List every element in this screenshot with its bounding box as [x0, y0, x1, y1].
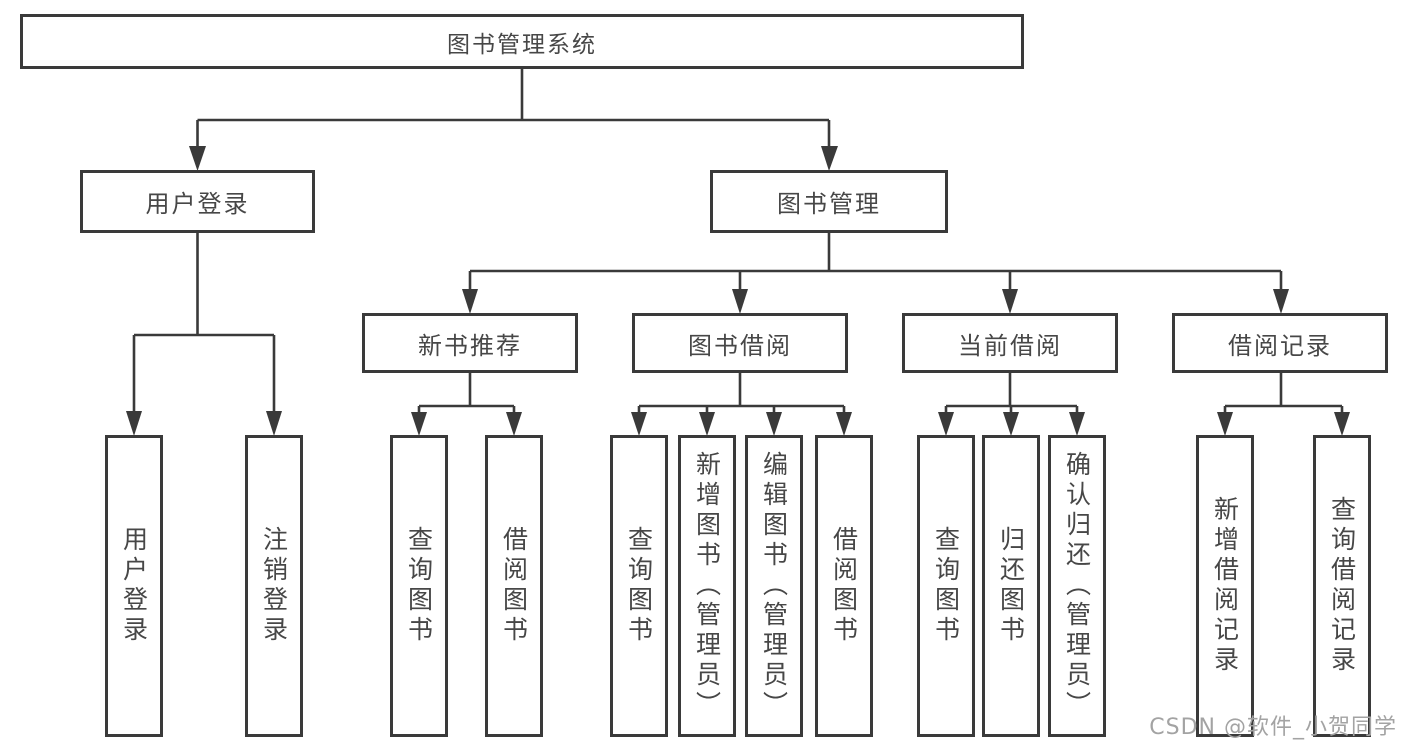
- node-book-management: 图书管理: [710, 170, 948, 233]
- leaf-current-return-book: 归还图书: [982, 435, 1040, 737]
- node-new-book-recommend: 新书推荐: [362, 313, 578, 373]
- node-current-borrow: 当前借阅: [902, 313, 1118, 373]
- leaf-current-query-book: 查询图书: [917, 435, 975, 737]
- leaf-user-login: 用户登录: [105, 435, 163, 737]
- csdn-watermark: CSDN @软件_小贺同学: [1149, 715, 1397, 740]
- leaf-borrow-edit-book-admin: 编辑图书（管理员）: [745, 435, 803, 737]
- node-book-borrow: 图书借阅: [632, 313, 848, 373]
- leaf-current-confirm-return-admin: 确认归还（管理员）: [1048, 435, 1106, 737]
- leaf-borrow-query-book: 查询图书: [610, 435, 668, 737]
- node-user-login: 用户登录: [80, 170, 315, 233]
- leaf-borrow-add-book-admin: 新增图书（管理员）: [678, 435, 736, 737]
- leaf-records-query-record: 查询借阅记录: [1313, 435, 1371, 737]
- node-borrow-records: 借阅记录: [1172, 313, 1388, 373]
- leaf-recommend-borrow-book: 借阅图书: [485, 435, 543, 737]
- node-library-system: 图书管理系统: [20, 14, 1024, 69]
- leaf-recommend-query-book: 查询图书: [390, 435, 448, 737]
- leaf-records-add-record: 新增借阅记录: [1196, 435, 1254, 737]
- leaf-logout-login: 注销登录: [245, 435, 303, 737]
- leaf-borrow-borrow-book: 借阅图书: [815, 435, 873, 737]
